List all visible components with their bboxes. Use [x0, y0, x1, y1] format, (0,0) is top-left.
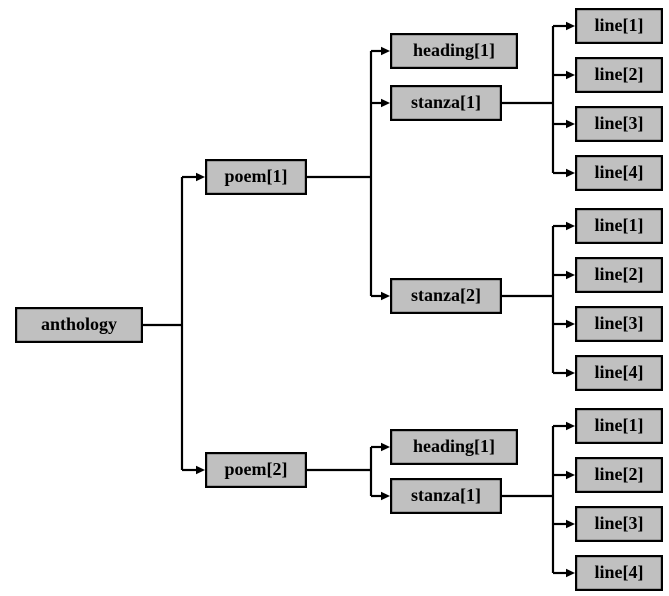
nodes-layer: anthology poem[1] poem[2] heading[1] stanza[… — [15, 8, 663, 591]
arrowhead-p1-stanza1 — [381, 98, 390, 108]
node-box-s12-line4 — [574, 355, 663, 392]
tree-node-s12-line2[interactable]: line[2] — [574, 257, 663, 294]
arrowhead-s12-line3 — [566, 319, 575, 329]
node-label-s12-line2: line[2] — [595, 264, 644, 284]
node-box-s21-line4 — [574, 554, 663, 591]
node-label-anthology: anthology — [41, 314, 117, 334]
node-label-p1-heading1: heading[1] — [413, 40, 495, 60]
tree-node-s11-line3[interactable]: line[3] — [574, 105, 663, 142]
node-box-s21-line3 — [574, 506, 663, 543]
node-box-s12-line3 — [574, 306, 663, 343]
tree-node-p1-stanza1[interactable]: stanza[1] — [390, 84, 503, 121]
tree-node-p2-stanza1[interactable]: stanza[1] — [390, 478, 503, 515]
node-label-s21-line3: line[3] — [595, 513, 644, 533]
node-box-s11-line3 — [574, 105, 663, 142]
arrowhead-p2-heading1 — [381, 442, 390, 452]
arrowhead-s12-line2 — [566, 270, 575, 280]
node-label-s21-line2: line[2] — [595, 464, 644, 484]
node-label-s12-line1: line[1] — [595, 215, 644, 235]
node-label-s11-line2: line[2] — [595, 64, 644, 84]
node-box-s12-line2 — [574, 257, 663, 294]
node-label-poem2: poem[2] — [225, 459, 288, 479]
node-box-p2-stanza1 — [390, 478, 503, 515]
node-label-s12-line3: line[3] — [595, 313, 644, 333]
arrowhead-s11-line3 — [566, 119, 575, 129]
tree-node-p1-stanza2[interactable]: stanza[2] — [390, 278, 503, 315]
tree-node-p1-heading1[interactable]: heading[1] — [390, 32, 519, 69]
node-box-s12-line1 — [574, 208, 663, 245]
edges-layer — [143, 21, 575, 578]
arrowhead-p1-stanza2 — [381, 291, 390, 301]
node-label-s11-line3: line[3] — [595, 113, 644, 133]
node-box-s11-line4 — [574, 155, 663, 192]
node-label-p1-stanza2: stanza[2] — [411, 285, 481, 305]
arrowhead-s11-line2 — [566, 70, 575, 80]
tree-node-s11-line4[interactable]: line[4] — [574, 155, 663, 192]
tree-node-anthology[interactable]: anthology — [15, 307, 144, 344]
arrowhead-s21-line2 — [566, 470, 575, 480]
tree-node-poem1[interactable]: poem[1] — [205, 159, 308, 196]
tree-node-p2-heading1[interactable]: heading[1] — [390, 429, 519, 466]
node-box-poem1 — [205, 159, 308, 196]
node-box-s21-line1 — [574, 408, 663, 445]
node-label-p2-heading1: heading[1] — [413, 436, 495, 456]
tree-node-s21-line1[interactable]: line[1] — [574, 408, 663, 445]
node-label-p1-stanza1: stanza[1] — [411, 92, 481, 112]
arrowhead-s21-line4 — [566, 568, 575, 578]
node-label-s11-line4: line[4] — [595, 162, 644, 182]
node-label-s21-line4: line[4] — [595, 562, 644, 582]
arrowhead-poem1 — [196, 172, 205, 182]
node-label-s21-line1: line[1] — [595, 415, 644, 435]
node-box-s11-line1 — [574, 8, 663, 44]
tree-node-s12-line3[interactable]: line[3] — [574, 306, 663, 343]
tree-node-s12-line4[interactable]: line[4] — [574, 355, 663, 392]
arrowhead-s21-line1 — [566, 421, 575, 431]
tree-node-poem2[interactable]: poem[2] — [205, 452, 308, 489]
arrowhead-p1-heading1 — [381, 46, 390, 56]
tree-node-s11-line2[interactable]: line[2] — [574, 56, 663, 93]
node-label-poem1: poem[1] — [225, 166, 288, 186]
node-box-anthology — [15, 307, 144, 344]
node-box-poem2 — [205, 452, 308, 489]
node-label-p2-stanza1: stanza[1] — [411, 485, 481, 505]
tree-node-s11-line1[interactable]: line[1] — [574, 8, 663, 44]
arrowhead-s21-line3 — [566, 519, 575, 529]
arrowhead-s12-line4 — [566, 368, 575, 378]
node-box-p1-stanza1 — [390, 84, 503, 121]
node-box-s11-line2 — [574, 56, 663, 93]
node-box-p1-stanza2 — [390, 278, 503, 315]
tree-node-s12-line1[interactable]: line[1] — [574, 208, 663, 245]
tree-node-s21-line2[interactable]: line[2] — [574, 457, 663, 494]
node-box-p1-heading1 — [390, 32, 519, 69]
arrowhead-s11-line1 — [566, 21, 575, 31]
node-label-s12-line4: line[4] — [595, 362, 644, 382]
arrowhead-p2-stanza1 — [381, 491, 390, 501]
arrowhead-s12-line1 — [566, 221, 575, 231]
node-label-s11-line1: line[1] — [595, 15, 644, 35]
arrowhead-s11-line4 — [566, 168, 575, 178]
node-box-s21-line2 — [574, 457, 663, 494]
node-box-p2-heading1 — [390, 429, 519, 466]
tree-node-s21-line3[interactable]: line[3] — [574, 506, 663, 543]
tree-node-s21-line4[interactable]: line[4] — [574, 554, 663, 591]
arrowhead-poem2 — [196, 465, 205, 475]
